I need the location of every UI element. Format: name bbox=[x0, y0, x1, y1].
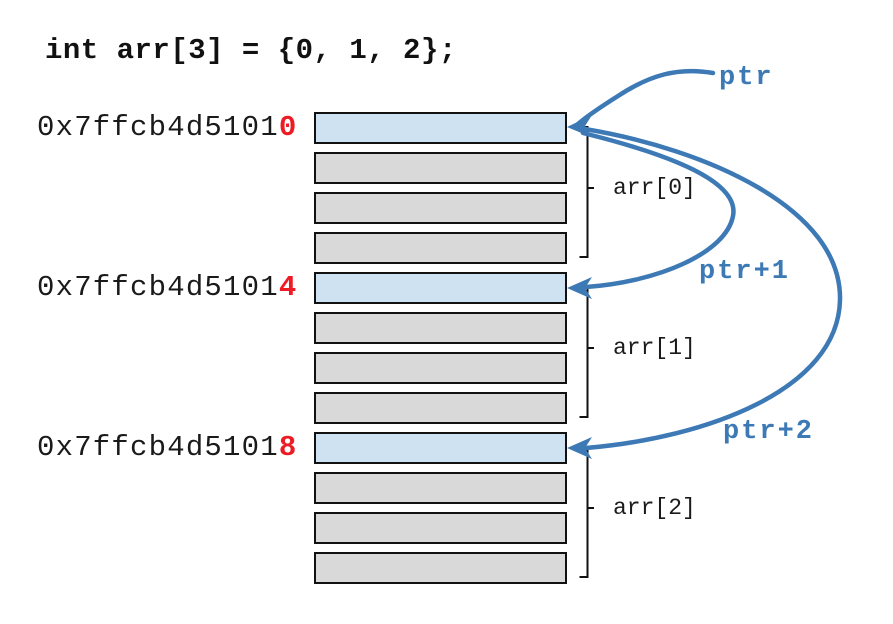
array-index-label-1: arr[1] bbox=[613, 335, 696, 361]
memory-address-1: 0x7ffcb4d51014 bbox=[37, 272, 307, 304]
address-prefix: 0x7ffcb4d5101 bbox=[37, 271, 279, 304]
group-bracket-arr0 bbox=[579, 126, 594, 258]
pointer-label-ptr-plus-2: ptr+2 bbox=[723, 417, 815, 447]
ptr-plus-1-arrowhead bbox=[567, 277, 592, 299]
memory-address-0: 0x7ffcb4d51010 bbox=[37, 112, 307, 144]
memory-cell-arr1-byte2 bbox=[314, 352, 567, 384]
memory-cell-arr0-byte2 bbox=[314, 192, 567, 224]
address-prefix: 0x7ffcb4d5101 bbox=[37, 431, 279, 464]
ptr-arrowhead bbox=[567, 115, 592, 137]
memory-cell-arr2-byte0 bbox=[314, 432, 567, 464]
memory-cell-arr2-byte2 bbox=[314, 512, 567, 544]
memory-cell-arr1-byte3 bbox=[314, 392, 567, 424]
memory-cell-arr0-byte1 bbox=[314, 152, 567, 184]
memory-cell-arr1-byte1 bbox=[314, 312, 567, 344]
memory-cell-arr0-byte0 bbox=[314, 112, 567, 144]
memory-cell-arr1-byte0 bbox=[314, 272, 567, 304]
memory-cell-arr2-byte3 bbox=[314, 552, 567, 584]
pointer-label-ptr: ptr bbox=[719, 63, 774, 93]
array-index-label-0: arr[0] bbox=[613, 175, 696, 201]
address-highlight-digit: 4 bbox=[278, 271, 298, 304]
pointer-label-ptr-plus-1: ptr+1 bbox=[699, 257, 791, 287]
ptr-plus-2-arrowhead bbox=[567, 437, 592, 459]
group-bracket-arr2 bbox=[579, 446, 594, 578]
address-highlight-digit: 8 bbox=[278, 431, 298, 464]
address-highlight-digit: 0 bbox=[278, 111, 298, 144]
code-declaration-title: int arr[3] = {0, 1, 2}; bbox=[45, 34, 457, 67]
memory-cell-arr0-byte3 bbox=[314, 232, 567, 264]
array-index-label-2: arr[2] bbox=[613, 495, 696, 521]
address-prefix: 0x7ffcb4d5101 bbox=[37, 111, 279, 144]
group-bracket-arr1 bbox=[579, 286, 594, 418]
ptr-arrow bbox=[575, 68, 716, 127]
memory-address-2: 0x7ffcb4d51018 bbox=[37, 432, 307, 464]
memory-cell-arr2-byte1 bbox=[314, 472, 567, 504]
